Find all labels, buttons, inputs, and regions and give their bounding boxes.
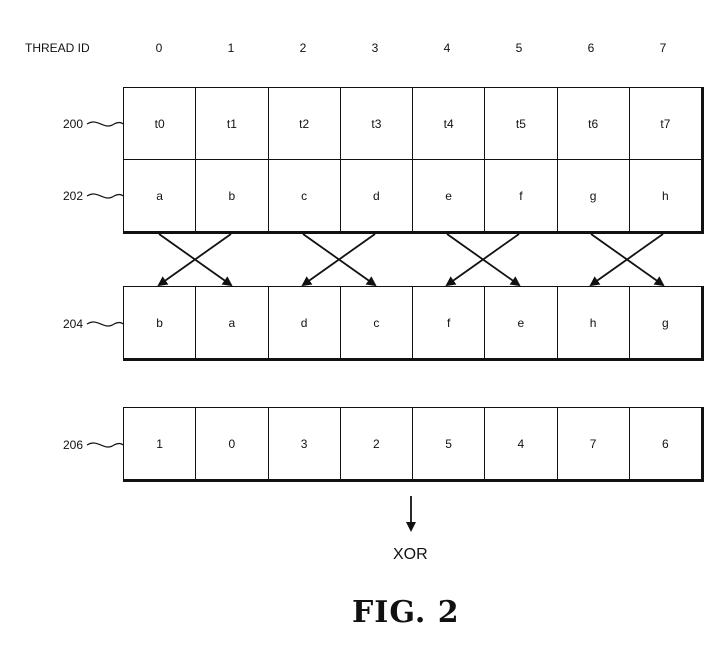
cell-202-3: d: [339, 159, 412, 231]
leader-204: [86, 321, 124, 327]
cell-200-6: t6: [556, 87, 629, 159]
xor-label: XOR: [393, 546, 428, 563]
cell-200-3: t3: [339, 87, 412, 159]
cell-204-7: g: [628, 286, 701, 358]
cell-206-0: 1: [123, 407, 196, 479]
cell-206-5: 4: [484, 407, 557, 479]
cell-204-3: c: [339, 286, 412, 358]
cell-200-7: t7: [628, 87, 701, 159]
swap-arrow-7-6: [589, 233, 664, 287]
cell-206-6: 7: [556, 407, 629, 479]
cell-202-7: h: [628, 159, 701, 231]
cell-202-0: a: [123, 159, 196, 231]
leader-206: [86, 442, 124, 448]
cell-202-2: c: [267, 159, 340, 231]
ref-label-204: 204: [63, 317, 84, 331]
row-202: a b c d e f g h: [123, 159, 701, 231]
cell-200-4: t4: [412, 87, 485, 159]
cell-200-1: t1: [195, 87, 268, 159]
cell-200-5: t5: [484, 87, 557, 159]
cell-206-2: 3: [267, 407, 340, 479]
thread-id-1: 1: [227, 41, 235, 55]
xor-row-block: 1 0 3 2 5 4 7 6: [123, 407, 704, 482]
ref-label-202: 202: [63, 189, 84, 203]
shuffled-row-block: b a d c f e h g: [123, 286, 704, 361]
swap-arrow-5-4: [445, 233, 520, 287]
cell-202-6: g: [556, 159, 629, 231]
swap-arrow-3-2: [301, 233, 376, 287]
thread-id-0: 0: [155, 41, 163, 55]
row-200: t0 t1 t2 t3 t4 t5 t6 t7: [123, 87, 701, 159]
cell-202-4: e: [412, 159, 485, 231]
thread-id-6: 6: [587, 41, 595, 55]
row-204: b a d c f e h g: [123, 286, 701, 358]
cell-206-3: 2: [339, 407, 412, 479]
thread-id-4: 4: [443, 41, 451, 55]
cell-204-4: f: [412, 286, 485, 358]
cell-206-1: 0: [195, 407, 268, 479]
thread-register-block: t0 t1 t2 t3 t4 t5 t6 t7 a b c d e f g h: [123, 87, 704, 234]
cell-204-2: d: [267, 286, 340, 358]
cell-202-1: b: [195, 159, 268, 231]
thread-id-label: THREAD ID: [25, 41, 90, 55]
thread-id-2: 2: [299, 41, 307, 55]
cell-206-4: 5: [412, 407, 485, 479]
leader-200: [86, 121, 124, 127]
swap-arrows: [157, 233, 665, 287]
cell-204-0: b: [123, 286, 196, 358]
cell-204-5: e: [484, 286, 557, 358]
leader-202: [86, 193, 124, 199]
cell-206-7: 6: [628, 407, 701, 479]
cell-200-0: t0: [123, 87, 196, 159]
cell-204-1: a: [195, 286, 268, 358]
figure-caption: FIG. 2: [352, 595, 460, 630]
thread-id-7: 7: [659, 41, 667, 55]
thread-id-3: 3: [371, 41, 379, 55]
cell-204-6: h: [556, 286, 629, 358]
cell-200-2: t2: [267, 87, 340, 159]
row-206: 1 0 3 2 5 4 7 6: [123, 407, 701, 479]
thread-id-5: 5: [515, 41, 523, 55]
swap-arrow-1-0: [157, 233, 232, 287]
ref-label-206: 206: [63, 438, 84, 452]
ref-label-200: 200: [63, 117, 84, 131]
cell-202-5: f: [484, 159, 557, 231]
